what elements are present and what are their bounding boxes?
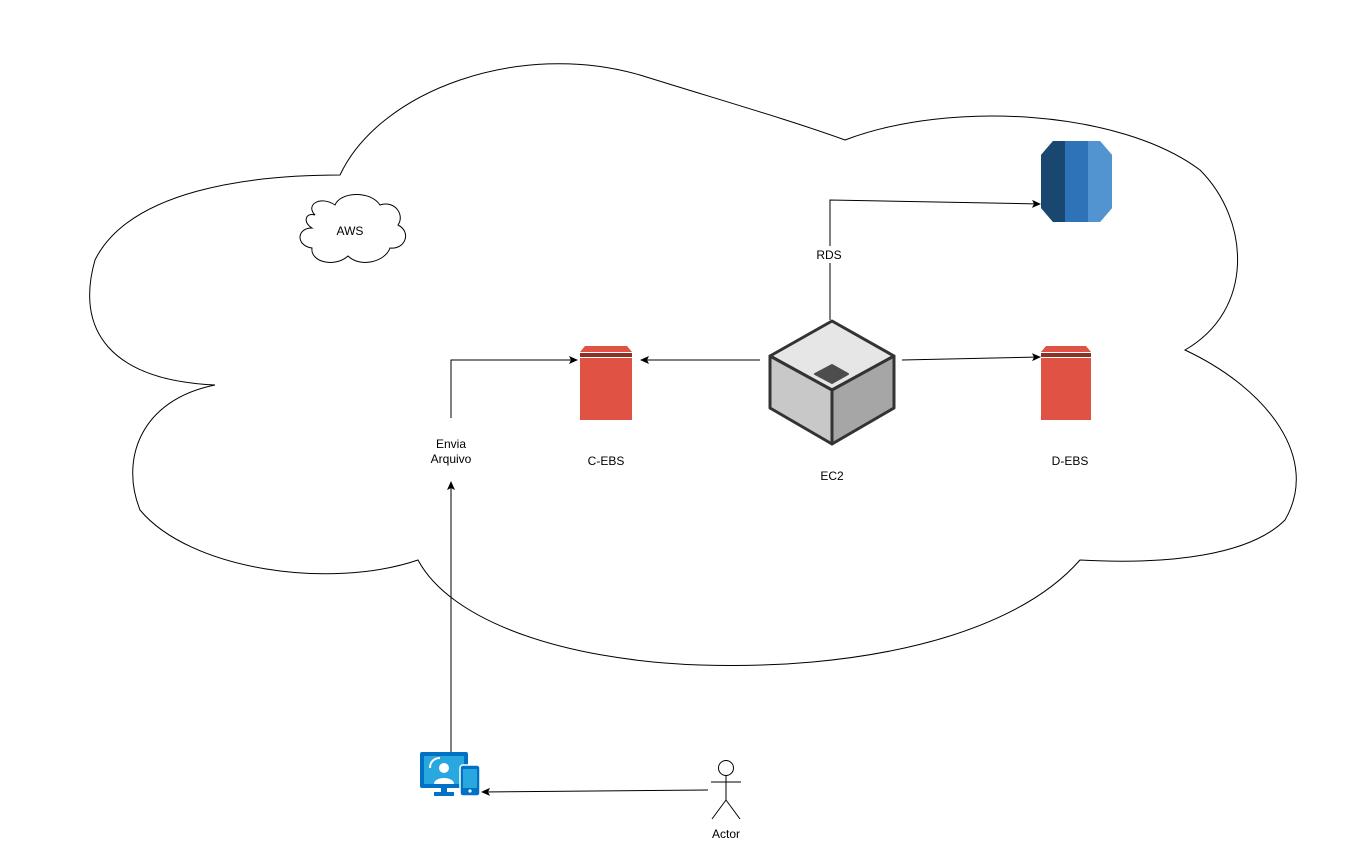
- aws-cloud-icon: AWS: [299, 194, 407, 263]
- edge-actor-to-device: [481, 787, 709, 796]
- actor-label: Actor: [712, 827, 740, 841]
- rds-database-icon: [1041, 141, 1112, 222]
- c-ebs-label: C-EBS: [588, 454, 625, 468]
- envia-label-line2: Arquivo: [431, 452, 472, 466]
- c-ebs-volume-icon: [580, 346, 632, 420]
- envia-label-bg: [418, 432, 484, 468]
- envia-label-line1: Envia: [436, 437, 466, 451]
- edge-envia-to-c-ebs: [450, 356, 578, 418]
- ec2-label: EC2: [820, 469, 844, 483]
- ec2-instance-icon: [768, 319, 896, 446]
- d-ebs-volume-icon: [1041, 346, 1091, 420]
- edge-ec2-to-d-ebs: [901, 353, 1041, 362]
- d-ebs-label: D-EBS: [1052, 454, 1089, 468]
- aws-cloud-boundary: [89, 63, 1297, 666]
- aws-label: AWS: [337, 224, 364, 238]
- rds-label-bg: [812, 246, 848, 263]
- rds-edge-label: RDS: [816, 248, 841, 262]
- edge-ec2-to-rds: [829, 199, 1041, 320]
- actor-icon: [711, 760, 741, 820]
- computer-device-icon: [420, 752, 481, 797]
